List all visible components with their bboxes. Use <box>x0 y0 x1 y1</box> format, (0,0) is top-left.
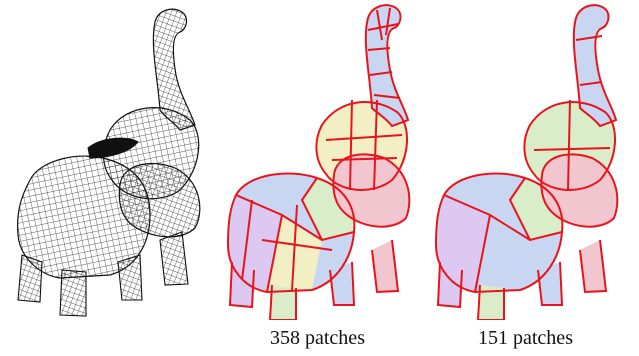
caption-151-patches: 151 patches <box>478 327 573 350</box>
segmentation-358-panel <box>222 0 430 320</box>
segmentation-358-elephant <box>222 0 430 320</box>
segmentation-151-panel <box>430 0 639 320</box>
caption-358-patches: 358 patches <box>270 327 365 350</box>
segmentation-151-elephant <box>430 0 639 320</box>
wireframe-elephant <box>0 0 220 320</box>
wireframe-elephant-panel <box>0 0 220 320</box>
